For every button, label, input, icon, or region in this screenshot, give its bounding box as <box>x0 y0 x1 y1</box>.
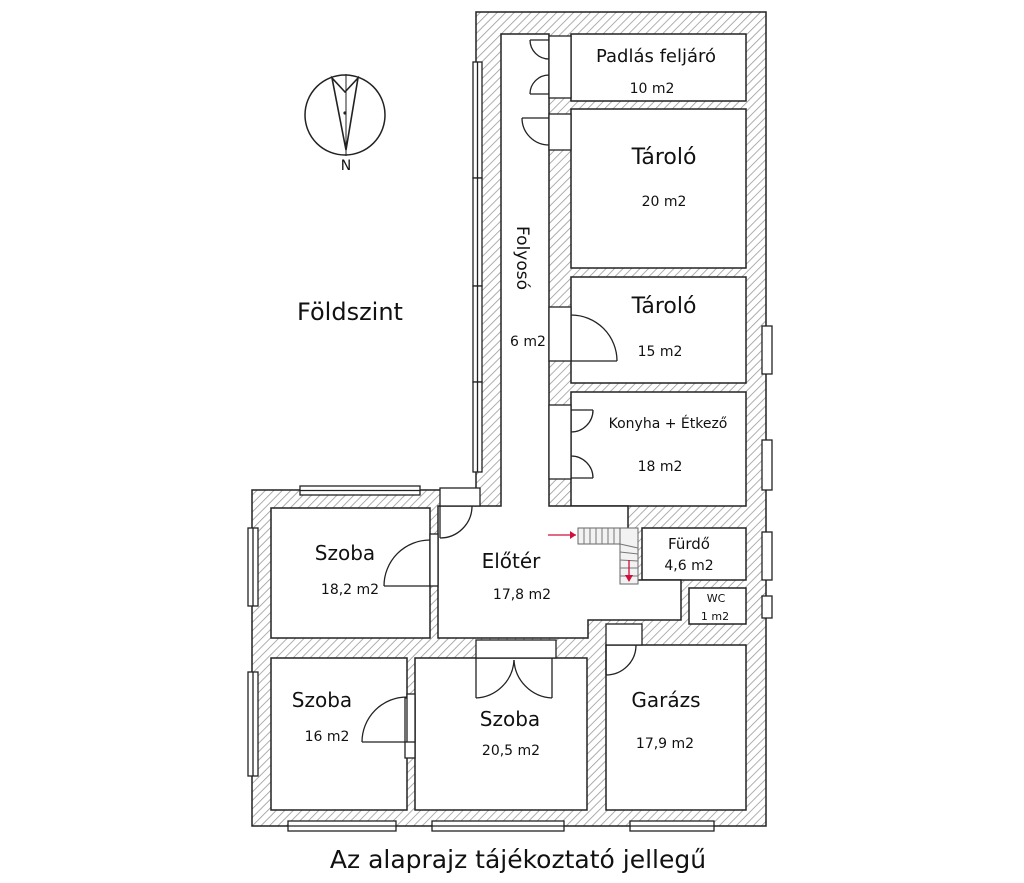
room-name: WC <box>707 592 726 605</box>
room-name: Konyha + Étkező <box>609 415 728 432</box>
room-area: 1 m2 <box>701 610 729 623</box>
windows <box>247 61 773 832</box>
room-area: 10 m2 <box>630 81 675 97</box>
room-folyoso-eloter <box>437 33 682 639</box>
room-area: 4,6 m2 <box>664 558 713 574</box>
room-konyha <box>570 391 747 507</box>
room-szoba-20 <box>414 657 588 811</box>
footer-note: Az alaprajz tájékoztató jellegű <box>330 845 706 874</box>
room-szoba-16 <box>270 657 408 811</box>
room-area: 6 m2 <box>510 334 546 350</box>
room-name: Szoba <box>480 707 540 731</box>
building-walls <box>251 11 767 827</box>
room-area: 18,2 m2 <box>321 582 379 598</box>
compass-letter: N <box>341 158 351 174</box>
room-name: Garázs <box>631 688 700 712</box>
staircase <box>548 527 639 585</box>
compass: N <box>304 74 386 174</box>
room-szoba-18 <box>270 507 431 639</box>
room-name: Szoba <box>315 541 375 565</box>
room-name: Tároló <box>631 145 697 170</box>
room-name: Szoba <box>292 688 352 712</box>
room-labels: Padlás feljáró 10 m2 Tároló 20 m2 Tároló… <box>292 46 729 759</box>
room-name: Fürdő <box>668 535 710 553</box>
room-area: 20 m2 <box>642 194 687 210</box>
room-area: 20,5 m2 <box>482 743 540 759</box>
floor-title: Földszint <box>297 298 403 326</box>
room-wc <box>688 587 747 625</box>
room-garazs <box>605 644 747 811</box>
room-tarolo-20 <box>570 108 747 269</box>
room-area: 18 m2 <box>638 459 683 475</box>
room-furdo <box>641 527 747 581</box>
room-area: 15 m2 <box>638 344 683 360</box>
compass-circle-icon <box>304 74 386 156</box>
room-name: Padlás feljáró <box>596 46 716 67</box>
room-name: Tároló <box>631 294 697 319</box>
room-name: Előtér <box>482 549 542 573</box>
room-name: Folyosó <box>512 226 532 290</box>
room-area: 17,9 m2 <box>636 736 694 752</box>
room-tarolo-15 <box>570 276 747 384</box>
doors <box>361 35 643 743</box>
room-area: 16 m2 <box>305 729 350 745</box>
room-area: 17,8 m2 <box>493 587 551 603</box>
